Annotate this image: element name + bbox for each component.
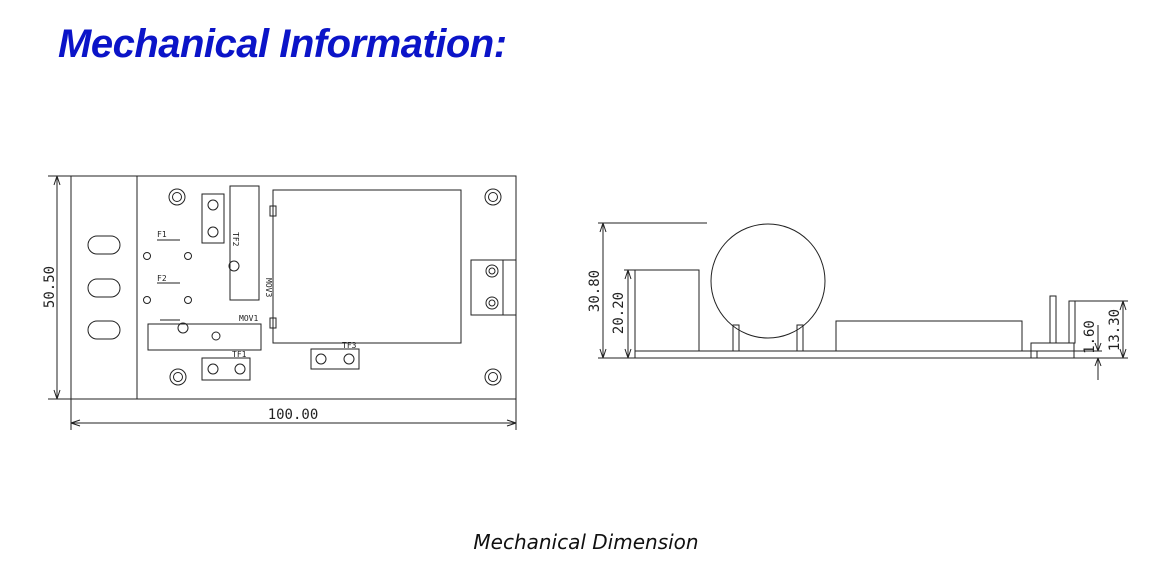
side-view <box>598 222 1128 380</box>
figure-caption: Mechanical Dimension <box>473 530 699 554</box>
tf2-label: TF2 <box>231 232 240 247</box>
dimension-height <box>48 175 71 400</box>
component-pin <box>269 317 277 329</box>
tf2-connector <box>201 193 225 244</box>
mov3-label: MOV3 <box>264 278 273 297</box>
tf3-connector <box>310 348 360 370</box>
mounting-slot <box>87 278 121 298</box>
top-view <box>48 175 517 430</box>
side-round-component <box>710 223 826 339</box>
tf1-connector <box>201 357 251 381</box>
mounting-hole <box>168 188 186 206</box>
dimension-height-label: 50.50 <box>42 266 58 308</box>
dimension-total-height-label: 30.80 <box>587 270 603 312</box>
side-pin <box>1068 300 1076 344</box>
dimension-width-label: 100.00 <box>268 407 319 423</box>
side-board <box>634 350 1038 359</box>
side-flat-component <box>835 320 1023 352</box>
mounting-hole <box>169 368 187 386</box>
page-title: Mechanical Information: <box>58 22 507 66</box>
board-outline <box>70 175 517 400</box>
mov1-component <box>147 323 262 351</box>
f1-label: F1 <box>157 230 167 239</box>
dimension-pin-height-label: 13.30 <box>1107 309 1123 351</box>
dimension-board-thickness <box>1074 325 1102 380</box>
mov3-component <box>229 185 260 301</box>
side-pin <box>1049 295 1057 344</box>
mounting-slot <box>87 320 121 340</box>
mounting-hole <box>484 188 502 206</box>
dimension-total-height <box>599 222 607 359</box>
mov1-label: MOV1 <box>239 314 258 323</box>
dimension-board-thickness-label: 1.60 <box>1082 320 1098 354</box>
main-component-body <box>272 189 462 344</box>
dimension-box-height-label: 20.20 <box>611 292 627 334</box>
mounting-hole <box>484 368 502 386</box>
terminal-screw <box>485 296 499 310</box>
mounting-slot <box>87 235 121 255</box>
terminal-screw <box>485 264 499 278</box>
dimension-pin-height <box>1075 300 1128 359</box>
tf3-label: TF3 <box>342 341 357 350</box>
f2-label: F2 <box>157 274 167 283</box>
tf1-label: TF1 <box>232 350 247 359</box>
dimension-box-height <box>624 269 635 359</box>
terminal-block <box>470 259 517 316</box>
component-pin <box>269 205 277 217</box>
side-box-component <box>634 269 700 352</box>
dimension-width <box>70 399 517 430</box>
